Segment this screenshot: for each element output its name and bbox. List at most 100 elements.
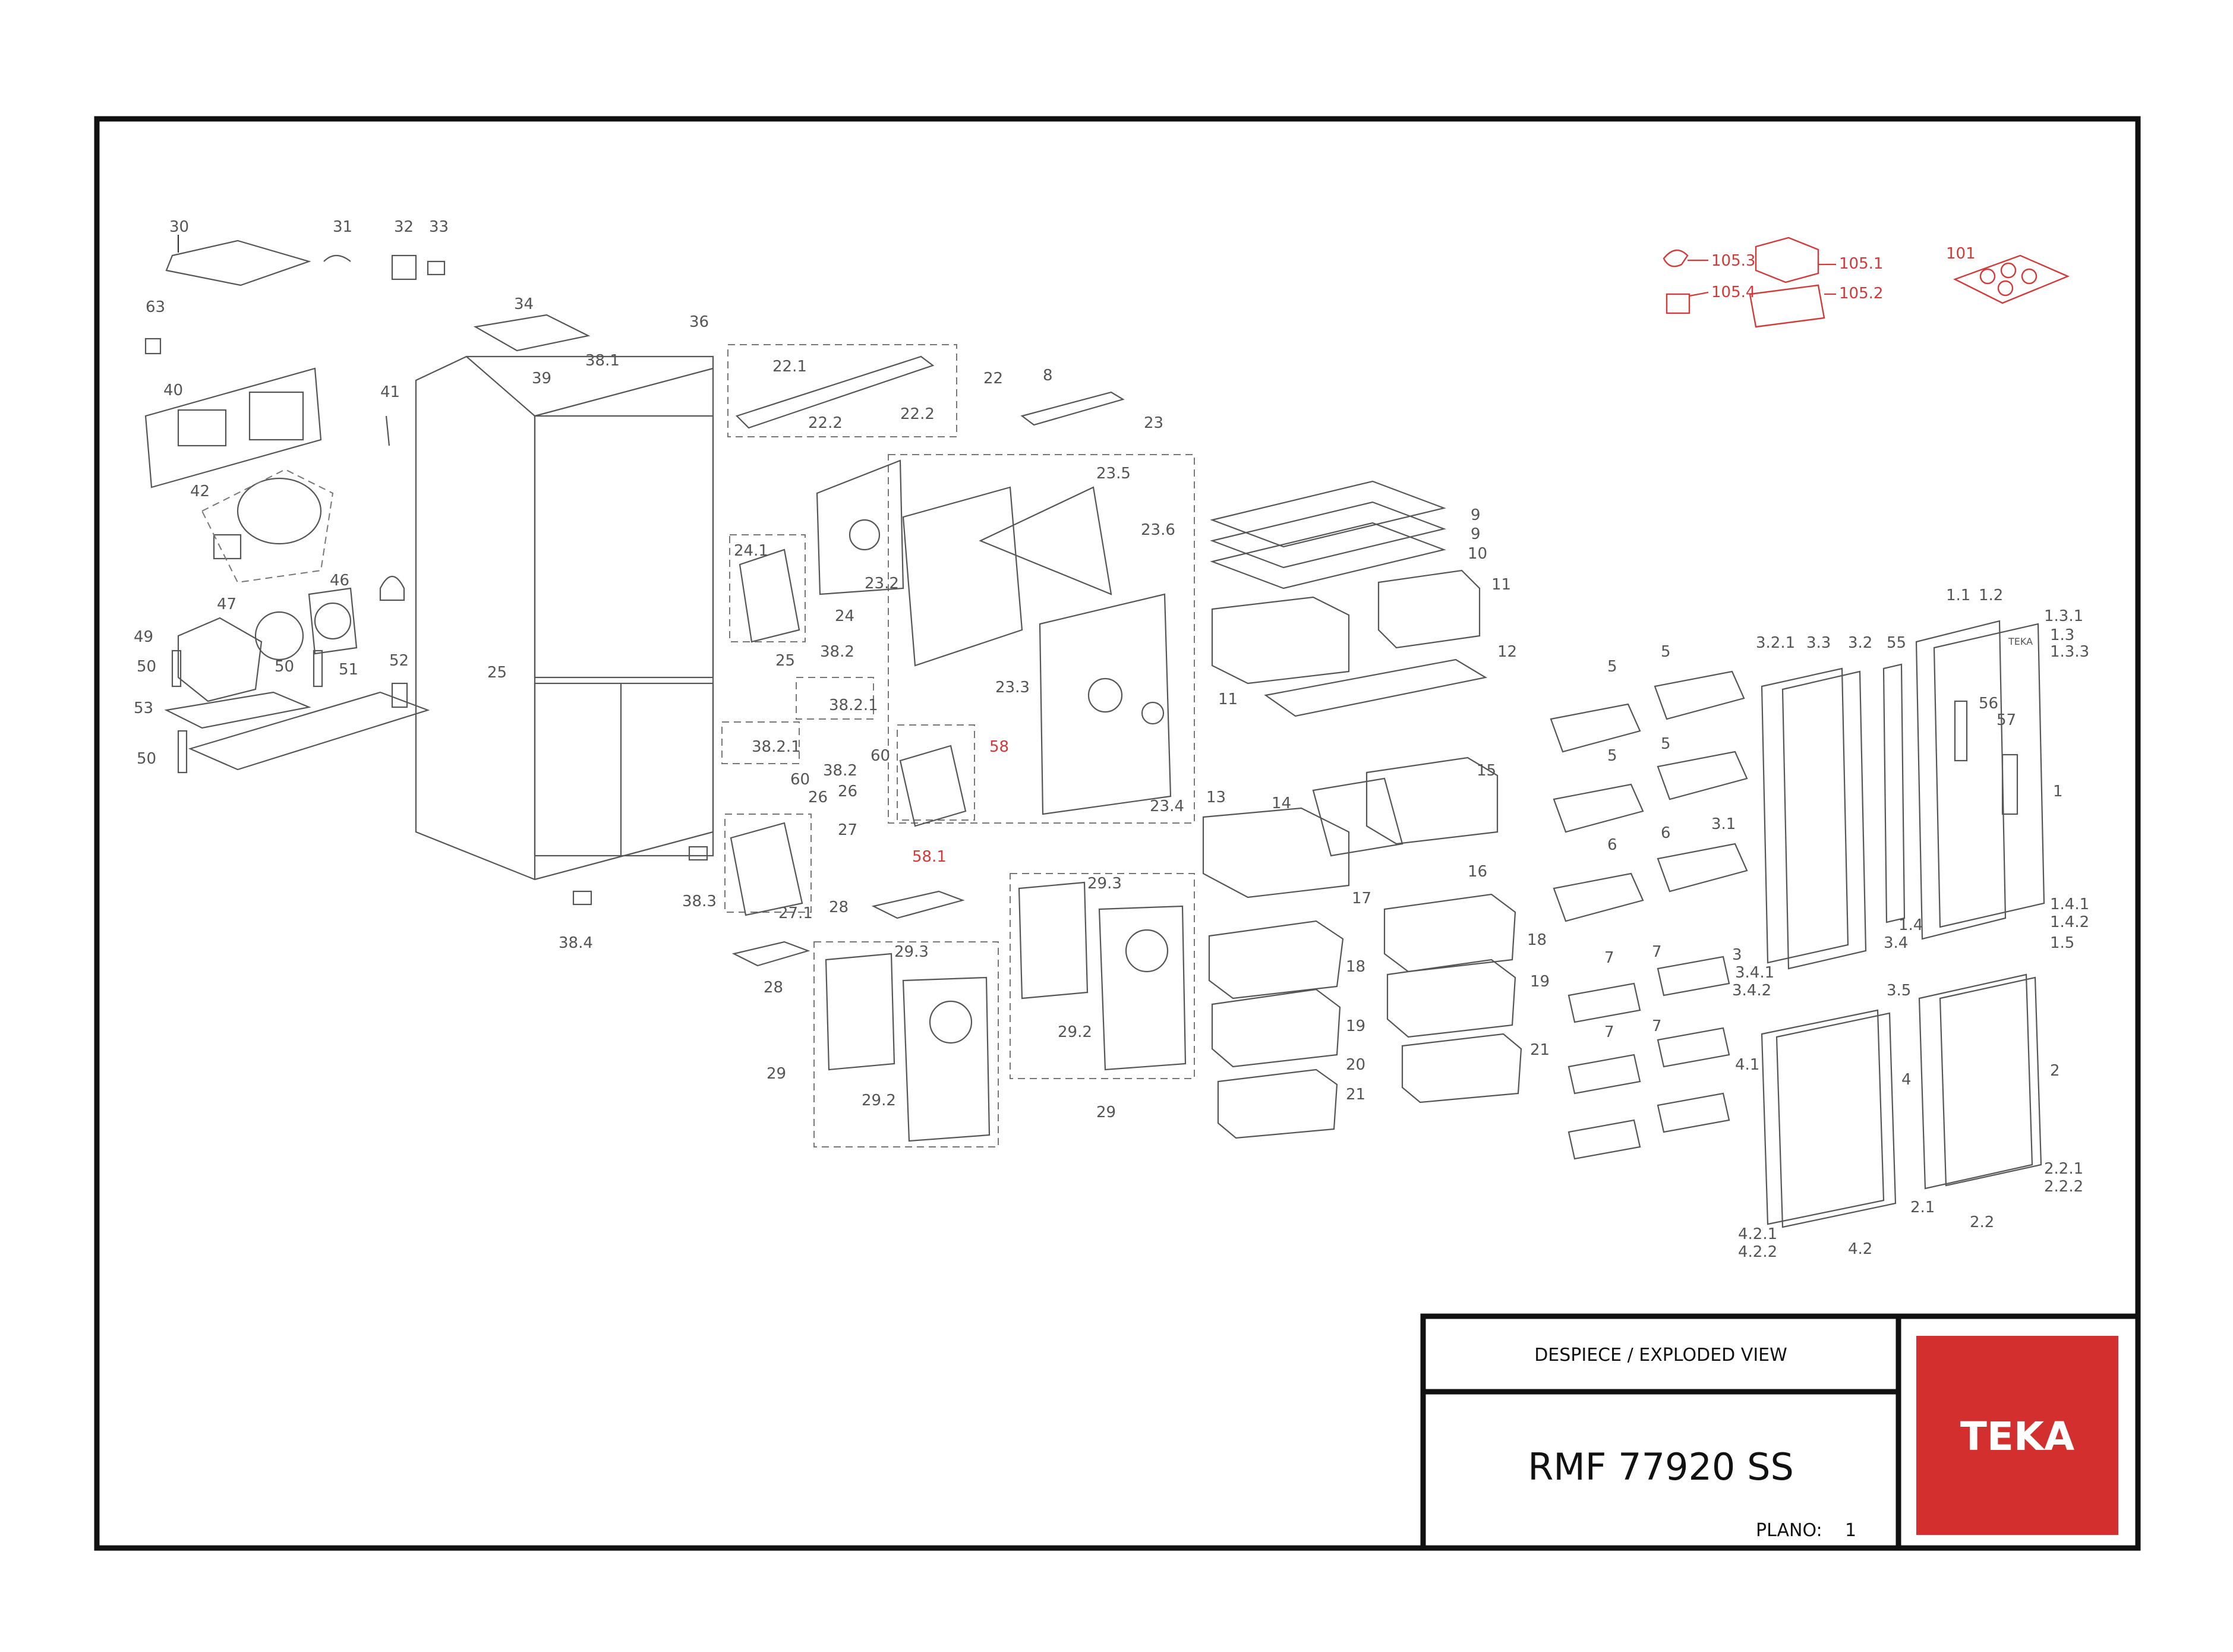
label-4: 4 [1901,1071,1912,1089]
part-40-back-panel [144,367,322,488]
label-3-5: 3.5 [1887,982,1911,1000]
label-27: 27 [838,821,857,839]
label-3-4: 3.4 [1884,934,1908,952]
label-7-a: 7 [1604,949,1614,967]
label-1-1: 1.1 [1946,587,1970,604]
part-31-cable [323,254,351,262]
label-3-2-1: 3.2.1 [1756,634,1795,652]
label-17: 17 [1352,890,1371,907]
label-58: 58 [989,738,1009,756]
label-63: 63 [146,298,165,316]
cabinet [415,355,714,881]
label-29-2-a: 29.2 [862,1092,896,1109]
label-23-6: 23.6 [1141,521,1175,539]
label-105-2: 105.2 [1839,285,1883,302]
label-3-1: 3.1 [1711,815,1736,833]
label-7-c: 7 [1604,1023,1614,1041]
label-5-c: 5 [1607,747,1617,765]
label-38-1: 38.1 [585,352,620,370]
label-3-4-2: 3.4.2 [1732,982,1771,1000]
part-12-tray [1264,658,1487,717]
label-36: 36 [689,313,709,331]
label-3-2: 3.2 [1848,634,1872,652]
label-21-a: 21 [1346,1086,1365,1104]
label-22-2-a: 22.2 [808,414,843,432]
label-18-b: 18 [1527,931,1547,949]
part-63-connector [144,338,162,355]
label-5-b: 5 [1661,643,1671,661]
label-1: 1 [2053,783,2063,800]
group-27 [724,814,812,913]
label-39: 39 [532,370,551,387]
label-3: 3 [1732,946,1742,964]
label-51: 51 [339,661,358,679]
label-58-1: 58.1 [912,848,947,866]
label-22: 22 [983,370,1003,387]
label-34: 34 [514,295,534,313]
part-27-evaporator [730,822,803,916]
label-57: 57 [1997,711,2016,729]
label-3-3: 3.3 [1806,634,1831,652]
part-30-top-cover [165,235,311,286]
label-23: 23 [1144,414,1163,432]
label-15: 15 [1477,762,1496,780]
label-22-2-b: 22.2 [900,405,935,423]
label-14: 14 [1272,795,1291,812]
label-60-b: 60 [790,771,810,789]
part-38-3-hinge [688,846,708,861]
part-8-strip [1020,391,1125,426]
label-23-5: 23.5 [1096,465,1131,483]
label-4-2-2: 4.2.2 [1738,1243,1777,1261]
label-9-b: 9 [1471,525,1481,543]
part-53-base-tray [164,691,430,771]
label-1-4-1: 1.4.1 [2050,896,2089,913]
part-46-valve [379,576,405,601]
label-1-4-2: 1.4.2 [2050,913,2089,931]
label-105-1: 105.1 [1839,255,1883,273]
group-29-b [1010,873,1195,1079]
part-47-fan [254,611,304,661]
label-4-2: 4.2 [1848,1240,1872,1258]
label-11-b: 11 [1218,691,1238,708]
group-38-2-a [796,677,874,720]
label-50-a: 50 [137,658,156,676]
part-19-baskets [1211,959,1516,1068]
part-15-crisper [1365,756,1499,845]
label-4-2-1: 4.2.1 [1738,1225,1777,1243]
title-block-title: DESPIECE / EXPLODED VIEW [1534,1345,1787,1366]
label-29-3-a: 29.3 [894,943,929,961]
label-6-b: 6 [1661,824,1671,842]
label-5-a: 5 [1607,658,1617,676]
part-18-baskets [1208,893,1516,1000]
part-52-filter [391,682,408,708]
teka-logo-block [1916,1336,2118,1535]
label-23-4: 23.4 [1150,797,1184,815]
label-16: 16 [1468,863,1487,881]
part-42-compressor [201,468,334,584]
label-52: 52 [389,652,409,670]
part-51-fan-bracket [308,587,358,655]
label-40: 40 [163,382,183,399]
label-7-d: 7 [1652,1017,1662,1035]
label-9-a: 9 [1471,506,1481,524]
part-13-crisper [1202,807,1350,898]
part-32-33-brackets [391,254,446,280]
label-1-4: 1.4 [1898,916,1923,934]
accessory-101-egg-tray [1953,254,2070,304]
label-19-a: 19 [1346,1017,1365,1035]
part-9-10-glass-shelves [1210,480,1446,589]
label-24: 24 [835,607,854,625]
label-23-3: 23.3 [995,679,1030,696]
label-2-2-1: 2.2.1 [2044,1160,2083,1178]
label-1-5: 1.5 [2050,934,2074,952]
title-block-model: RMF 77920 SS [1528,1445,1794,1489]
label-27-1: 27.1 [778,904,813,922]
group-23 [888,454,1195,824]
label-28-b: 28 [764,979,783,997]
part-24-evaporator [739,548,800,643]
label-1-2: 1.2 [1979,587,2003,604]
label-46: 46 [330,572,349,589]
part-38-4-hinge [572,890,592,906]
group-58 [897,724,975,821]
label-29-b: 29 [1096,1104,1116,1121]
